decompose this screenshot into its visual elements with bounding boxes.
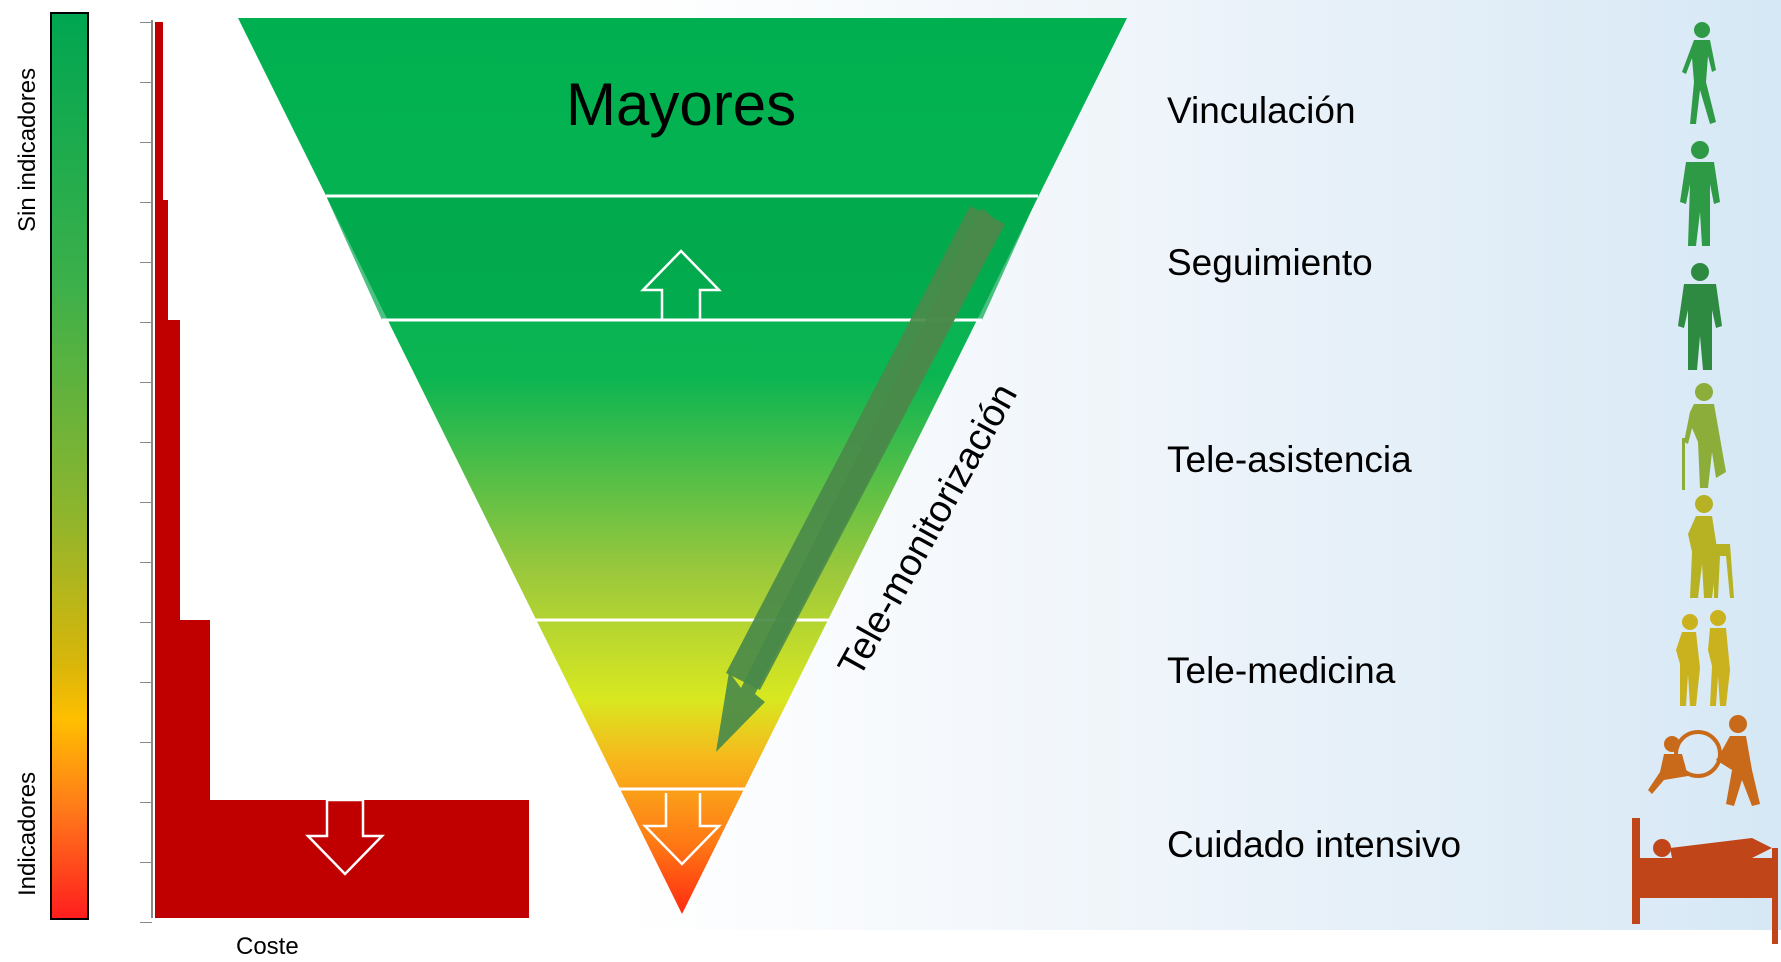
bed-icon bbox=[1632, 818, 1778, 944]
up-arrow-icon bbox=[640, 249, 722, 320]
level-label-vinculacion: Vinculación bbox=[1167, 90, 1356, 131]
caregiver-with-walker-icon bbox=[1676, 610, 1730, 706]
level-label-tele-medicina: Tele-medicina bbox=[1167, 650, 1396, 691]
bottom-margin bbox=[0, 930, 1781, 962]
pyramid-shape bbox=[238, 18, 1127, 914]
cost-axis-tick bbox=[140, 262, 152, 263]
cost-bar-shape bbox=[155, 22, 529, 918]
person-with-walker-icon bbox=[1688, 495, 1734, 598]
cost-axis-tick bbox=[140, 862, 152, 863]
cost-axis-tick bbox=[140, 562, 152, 563]
cost-axis-tick bbox=[140, 382, 152, 383]
cost-axis-tick bbox=[140, 322, 152, 323]
cost-down-arrow bbox=[305, 798, 385, 876]
cost-axis-tick bbox=[140, 502, 152, 503]
cost-axis-label: Coste bbox=[236, 933, 299, 960]
level-label-seguimiento: Seguimiento bbox=[1167, 242, 1373, 283]
cost-axis bbox=[151, 20, 153, 918]
cost-axis-tick bbox=[140, 202, 152, 203]
pyramid-title: Mayores bbox=[566, 71, 797, 138]
cost-axis-tick bbox=[140, 22, 152, 23]
level-label-cuidado-intensivo: Cuidado intensivo bbox=[1167, 824, 1462, 865]
cost-axis-tick bbox=[140, 82, 152, 83]
cost-axis-tick bbox=[140, 922, 152, 923]
person-with-cane-icon bbox=[1682, 383, 1726, 490]
walking-person-icon bbox=[1682, 22, 1716, 124]
level-label-tele-asistencia: Tele-asistencia bbox=[1167, 439, 1412, 480]
cost-axis-tick bbox=[140, 622, 152, 623]
cost-axis-tick bbox=[140, 682, 152, 683]
standing-person-2-icon bbox=[1678, 263, 1722, 370]
color-scale-bar bbox=[50, 12, 89, 920]
cost-axis-tick bbox=[140, 742, 152, 743]
cost-axis-tick bbox=[140, 802, 152, 803]
cost-axis-tick bbox=[140, 442, 152, 443]
pyramid-band-seguimiento-shade bbox=[326, 196, 1038, 320]
standing-person-icon bbox=[1680, 141, 1720, 246]
wheelchair-icon bbox=[1648, 715, 1760, 806]
down-arrow-icon bbox=[642, 793, 722, 866]
cost-axis-tick bbox=[140, 142, 152, 143]
tele-monitorizacion-arrow-shaft bbox=[726, 206, 1005, 690]
